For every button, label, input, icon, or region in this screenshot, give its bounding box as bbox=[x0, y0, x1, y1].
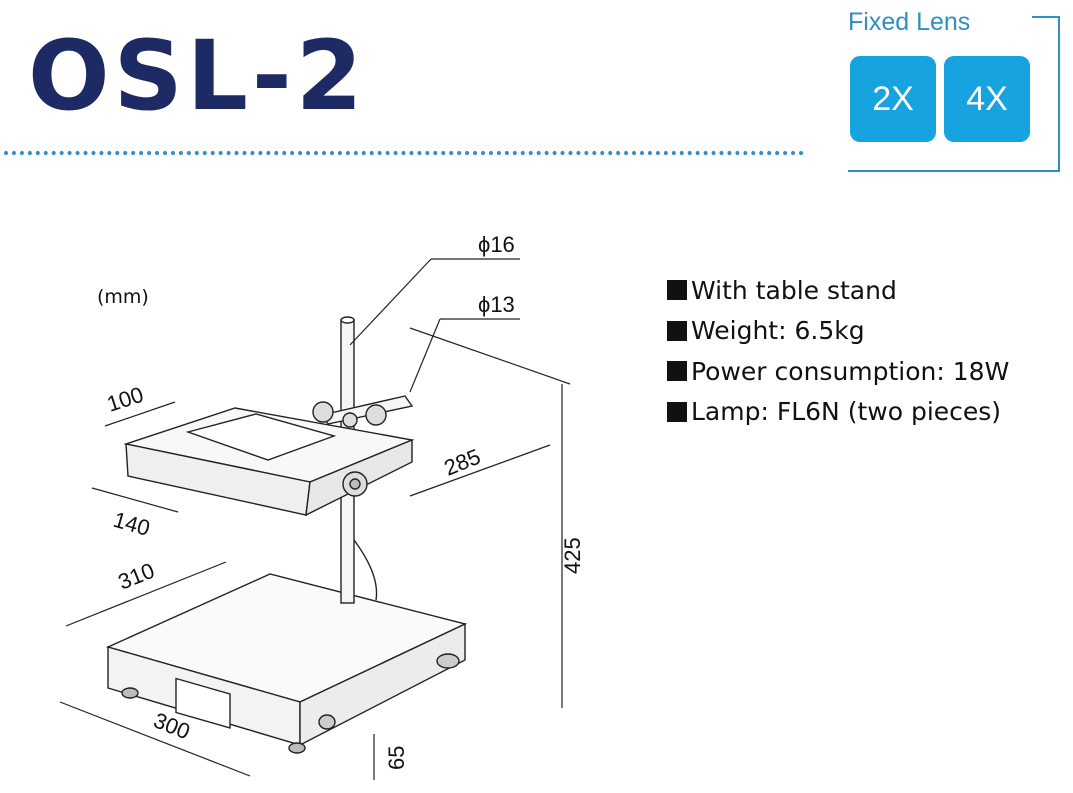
bullet-square-icon bbox=[667, 320, 687, 341]
spec-list: With table stand Weight: 6.5kg Power con… bbox=[667, 270, 1009, 432]
lens-frame-top bbox=[1032, 16, 1060, 18]
dimension-drawing: ϕ16 ϕ13 100 140 285 425 310 300 65 bbox=[59, 232, 585, 780]
spec-text: Power consumption: 18W bbox=[691, 356, 1010, 386]
light-head bbox=[123, 407, 415, 517]
bullet-square-icon bbox=[667, 361, 687, 382]
lens-frame-right bbox=[1058, 16, 1060, 172]
dim-arm-reach: 285 bbox=[441, 444, 484, 481]
dim-arm-dia: ϕ13 bbox=[478, 292, 515, 317]
bullet-square-icon bbox=[667, 280, 687, 301]
spec-item: Lamp: FL6N (two pieces) bbox=[667, 392, 1009, 433]
stand-base bbox=[105, 573, 468, 754]
dimension-labels: ϕ16 ϕ13 100 140 285 425 310 300 65 bbox=[104, 232, 585, 770]
lens-4x-badge: 4X bbox=[944, 56, 1030, 142]
dim-base-height: 65 bbox=[384, 746, 409, 770]
dim-height: 425 bbox=[560, 537, 585, 574]
product-title: OSL-2 bbox=[28, 20, 367, 132]
spec-text: With table stand bbox=[691, 275, 897, 305]
dim-light-length: 140 bbox=[111, 507, 153, 541]
spec-text: Lamp: FL6N (two pieces) bbox=[691, 397, 1002, 427]
spec-item: With table stand bbox=[667, 270, 1009, 311]
spec-item: Weight: 6.5kg bbox=[667, 311, 1009, 352]
dim-base-depth: 310 bbox=[115, 558, 158, 595]
spec-item: Power consumption: 18W bbox=[667, 351, 1009, 392]
dotted-divider bbox=[4, 151, 804, 155]
dim-light-width: 100 bbox=[104, 382, 147, 417]
bullet-square-icon bbox=[667, 401, 687, 422]
stand-arm bbox=[312, 395, 414, 428]
fixed-lens-label: Fixed Lens bbox=[848, 8, 971, 36]
fixed-lens-panel: Fixed Lens 2X 4X bbox=[848, 8, 1062, 174]
lens-frame-bottom bbox=[848, 170, 1060, 172]
spec-text: Weight: 6.5kg bbox=[691, 316, 865, 346]
lens-2x-badge: 2X bbox=[850, 56, 936, 142]
dim-pole-dia: ϕ16 bbox=[478, 232, 515, 257]
dimension-lines bbox=[59, 258, 571, 780]
units-label: (mm) bbox=[97, 286, 149, 308]
